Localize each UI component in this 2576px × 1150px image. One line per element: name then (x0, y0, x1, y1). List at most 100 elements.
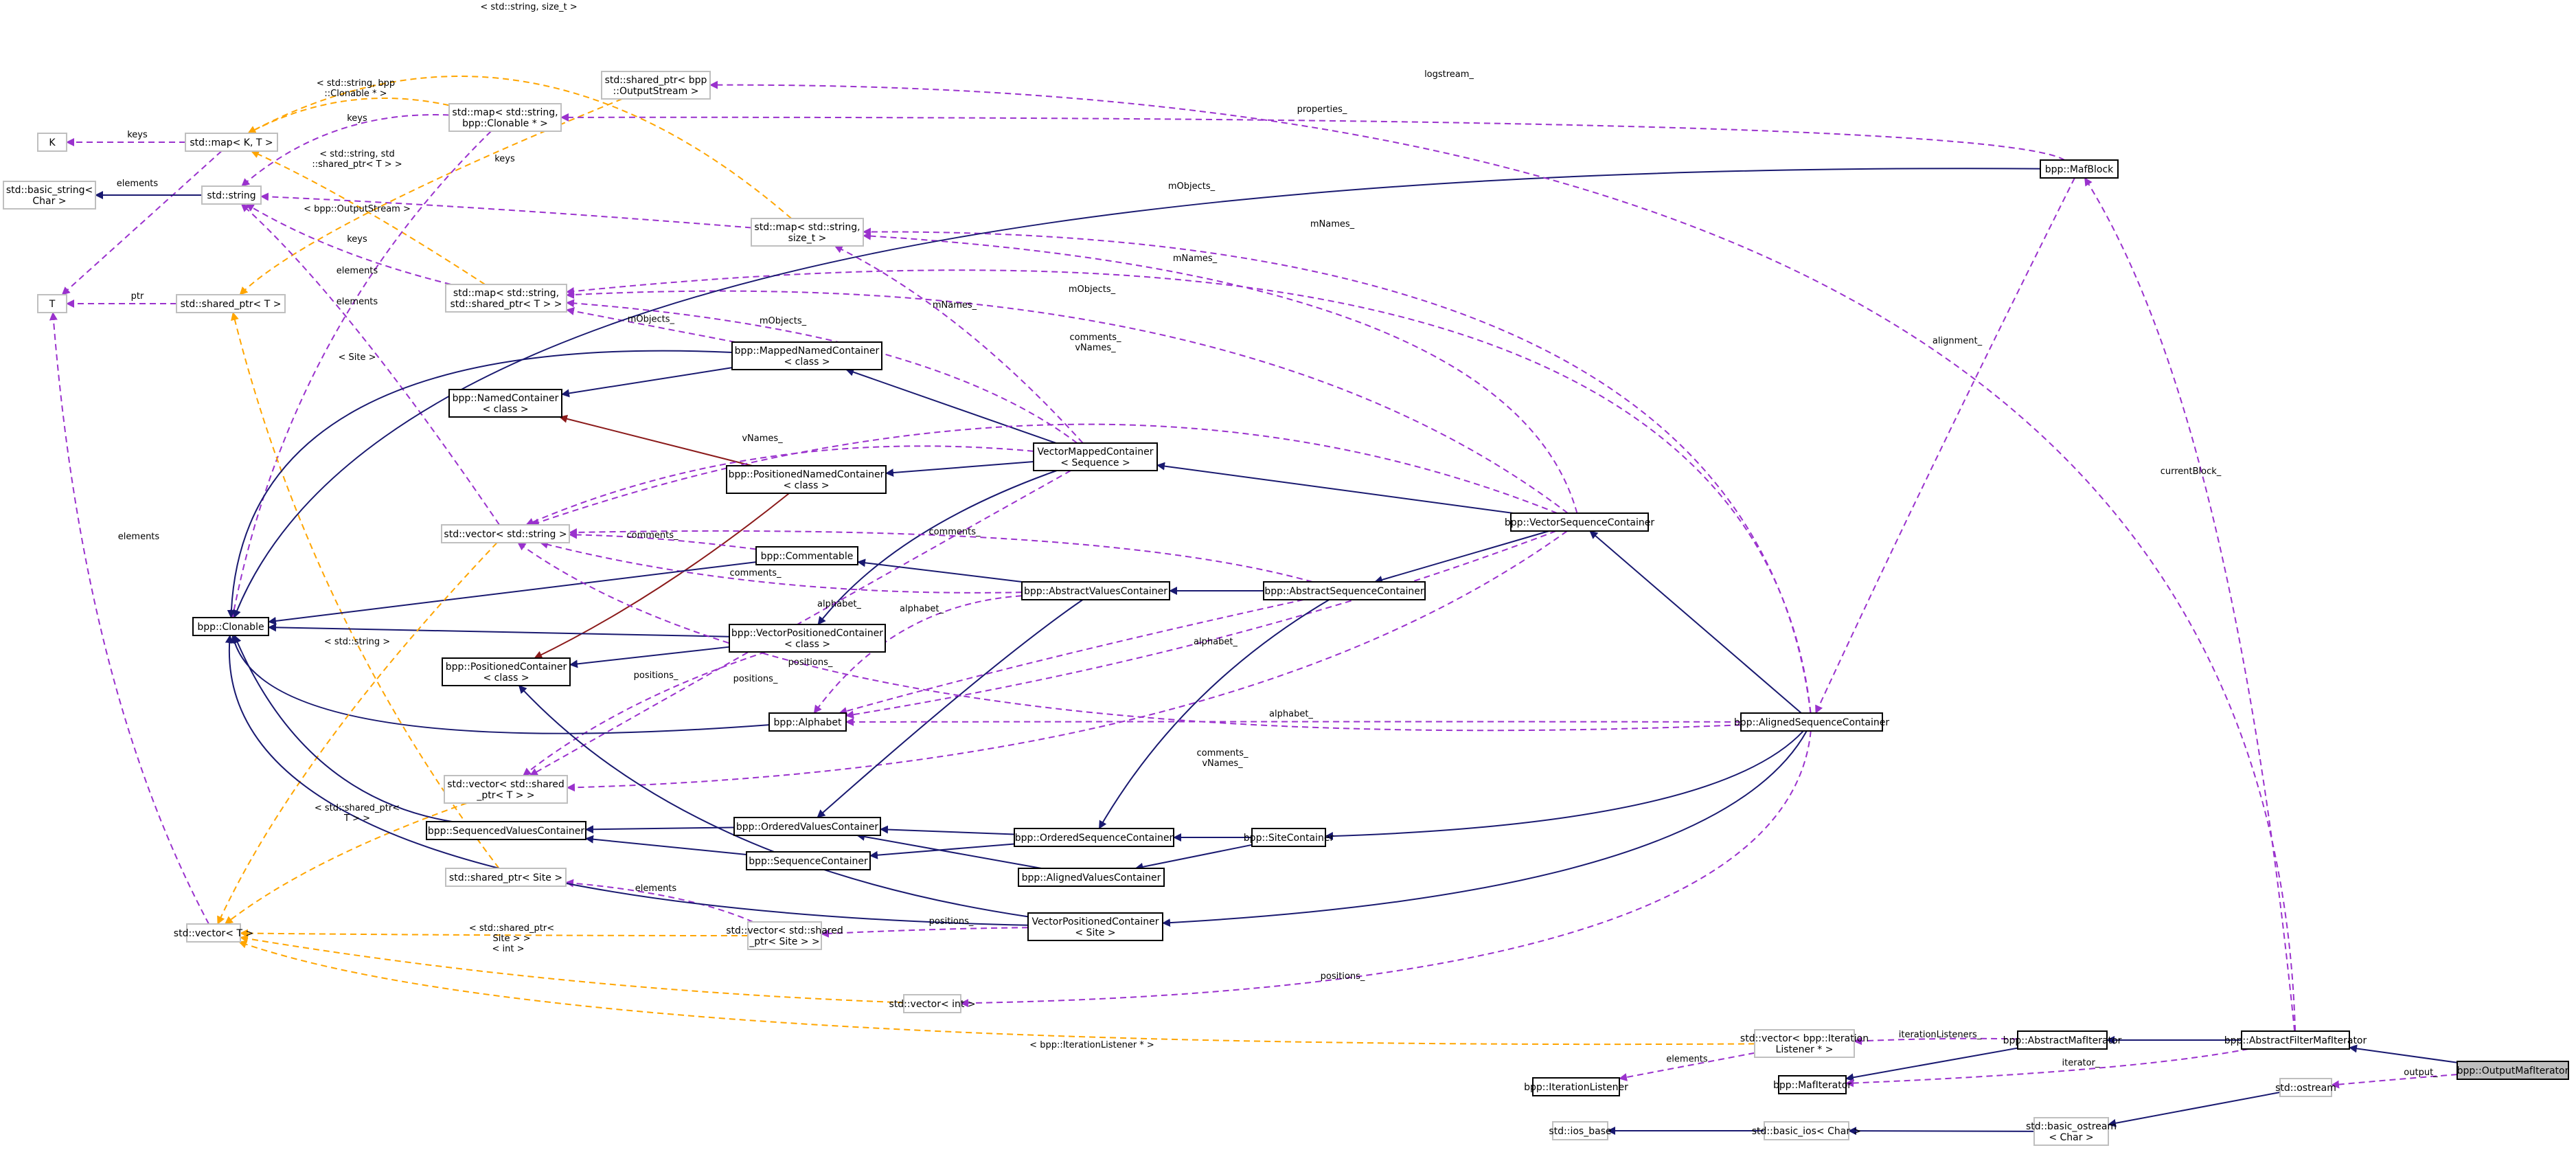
node-namedcontainer[interactable]: bpp::NamedContainer< class > (448, 389, 562, 418)
node-orderedsequencecontainer[interactable]: bpp::OrderedSequenceContainer (1014, 828, 1174, 847)
edge-alignedsequencecontainer-to-sitecontainer (1325, 730, 1804, 841)
edge-vector-iterlistener-to-vector-t (238, 940, 1755, 1046)
node-box (192, 617, 269, 636)
node-outputmafiterator[interactable]: bpp::OutputMafIterator (2457, 1061, 2569, 1080)
node-label: std::basic_ostream (2026, 1121, 2117, 1132)
node-label: bpp::PositionedNamedContainer (729, 469, 885, 480)
edge-commentable-to-clonable (268, 561, 757, 625)
node-box (2040, 159, 2119, 179)
edge-abstractvaluescontainer-to-commentable (857, 559, 1023, 583)
node-label: VectorMappedContainer (1038, 447, 1154, 458)
edge-map-str-clonable-to-clonable (229, 131, 492, 618)
node-orderedvaluescontainer[interactable]: bpp::OrderedValuesContainer (733, 817, 881, 836)
node-mafblock[interactable]: bpp::MafBlock (2040, 159, 2119, 179)
node-mafiterator[interactable]: bpp::MafIterator (1773, 1075, 1851, 1094)
node-positionedcontainer[interactable]: bpp::PositionedContainer< class > (442, 657, 571, 686)
edge-vectormappedcontainer-to-positionednamedcontainer (885, 461, 1034, 477)
edge-label: < int > (492, 944, 525, 954)
node-label: bpp::OrderedValuesContainer (736, 822, 878, 833)
node-label: bpp::SiteContainer (1244, 833, 1334, 844)
node-shared-ptr-site: std::shared_ptr< Site > (445, 868, 567, 887)
node-box (448, 103, 562, 132)
edge-label: mObjects_ (760, 316, 807, 326)
node-alphabet[interactable]: bpp::Alphabet (768, 712, 847, 732)
edge-vector-string-to-vector-t (217, 542, 498, 925)
node-iterationlistener[interactable]: bpp::IterationListener (1524, 1077, 1628, 1096)
node-label: < Site > (1075, 927, 1115, 938)
edge-vectormappedcontainer-to-map-str-sharedptr (566, 299, 1078, 444)
node-sequencecontainer[interactable]: bpp::SequenceContainer (746, 851, 871, 870)
node-label: < class > (784, 639, 830, 650)
edge-label: positions_ (634, 670, 679, 681)
edge-label: mObjects_ (628, 314, 675, 324)
node-string: std::string (201, 185, 262, 205)
node-label: bpp::Alphabet (774, 717, 842, 728)
node-alignedvaluescontainer[interactable]: bpp::AlignedValuesContainer (1018, 868, 1165, 887)
node-label: bpp::VectorSequenceContainer (1505, 517, 1654, 528)
edge-label: alphabet_ (1269, 709, 1313, 719)
edge-vector-iterlistener-to-iterationlistener (1619, 1052, 1755, 1081)
node-label: < Sequence > (1060, 458, 1130, 469)
node-abstractmafiterator[interactable]: bpp::AbstractMafIterator (2003, 1030, 2122, 1050)
node-basic-ostream: std::basic_ostream< Char > (2026, 1117, 2117, 1146)
node-box (903, 994, 961, 1013)
node-label: bpp::MafIterator (1773, 1080, 1851, 1091)
node-label: < class > (783, 480, 829, 491)
node-basic-ios: std::basic_ios< Char > (1752, 1121, 1862, 1140)
node-mappednamedcontainer[interactable]: bpp::MappedNamedContainer< class > (731, 341, 882, 370)
node-box (747, 921, 822, 950)
node-sitecontainer[interactable]: bpp::SiteContainer (1244, 828, 1334, 847)
edge-label: mObjects_ (1168, 181, 1216, 192)
node-vectorsequencecontainer[interactable]: bpp::VectorSequenceContainer (1505, 512, 1654, 532)
node-label: < class > (482, 404, 528, 415)
node-label: bpp::IterationListener (1524, 1082, 1628, 1093)
node-label: bpp::AbstractFilterMafIterator (2224, 1035, 2367, 1046)
node-clonable[interactable]: bpp::Clonable (192, 617, 269, 636)
edge-vectorsequencecontainer-to-map-str-sizet (863, 232, 1578, 514)
node-box (448, 389, 562, 418)
node-alignedsequencecontainer[interactable]: bpp::AlignedSequenceContainer (1734, 712, 1889, 732)
edge-label: elements (337, 266, 378, 276)
node-positionednamedcontainer[interactable]: bpp::PositionedNamedContainer< class > (726, 465, 887, 494)
edge-abstractvaluescontainer-to-orderedvaluescontainer (817, 599, 1084, 818)
edge-abstractmafiterator-to-mafiterator (1845, 1047, 2018, 1082)
edge-outputmafiterator-to-abstractfiltermafiterator (2349, 1044, 2458, 1063)
node-box (186, 923, 241, 943)
node-abstractvaluescontainer[interactable]: bpp::AbstractValuesContainer (1021, 581, 1170, 600)
node-label: std::ios_base (1549, 1126, 1611, 1137)
node-label: bpp::OrderedSequenceContainer (1015, 833, 1174, 844)
node-label: size_t > (788, 233, 827, 244)
edge-label: alignment_ (1933, 336, 1983, 346)
node-label: bpp::SequenceContainer (749, 856, 868, 867)
edge-vectormappedcontainer-to-vector-sharedptr-t (529, 470, 1071, 776)
edge-label: positions_ (733, 674, 778, 684)
node-box (768, 712, 847, 732)
edge-label: iterator_ (2062, 1058, 2100, 1068)
node-label: < class > (483, 673, 529, 684)
edge-vector-int-to-vector-t (240, 934, 904, 1004)
node-box (444, 775, 568, 804)
node-vectormappedcontainer[interactable]: VectorMappedContainer< Sequence > (1033, 442, 1158, 471)
node-sequencedvaluescontainer[interactable]: bpp::SequencedValuesContainer (426, 821, 586, 840)
edge-abstractvaluescontainer-to-vector-string (539, 540, 1023, 594)
node-abstractsequencecontainer[interactable]: bpp::AbstractSequenceContainer (1263, 581, 1426, 600)
edge-label: elements (118, 532, 160, 542)
node-label: std::string (207, 190, 255, 201)
edge-mafblock-to-map-str-clonable (560, 113, 2065, 161)
edge-map-str-clonable-to-map-kt (247, 98, 450, 134)
node-vectorpositionedcontainer-site[interactable]: VectorPositionedContainer< Site > (1027, 912, 1163, 941)
edge-label: properties_ (1297, 104, 1347, 115)
edge-vectormappedcontainer-to-mappednamedcontainer (845, 368, 1057, 444)
edge-vectormappedcontainer-to-map-str-sizet (834, 245, 1084, 444)
node-t: T (37, 294, 67, 313)
edge-label: alphabet_ (1194, 637, 1238, 647)
node-label: Listener * > (1776, 1044, 1834, 1055)
node-commentable[interactable]: bpp::Commentable (755, 546, 858, 565)
node-label: std::basic_ios< Char > (1752, 1126, 1862, 1137)
node-label: < class > (784, 357, 830, 368)
node-vectorpositionedcontainer-class[interactable]: bpp::VectorPositionedContainer< class > (729, 624, 886, 653)
edge-outputmafiterator-to-ostream (2331, 1074, 2458, 1089)
node-abstractfiltermafiterator[interactable]: bpp::AbstractFilterMafIterator (2224, 1030, 2367, 1050)
